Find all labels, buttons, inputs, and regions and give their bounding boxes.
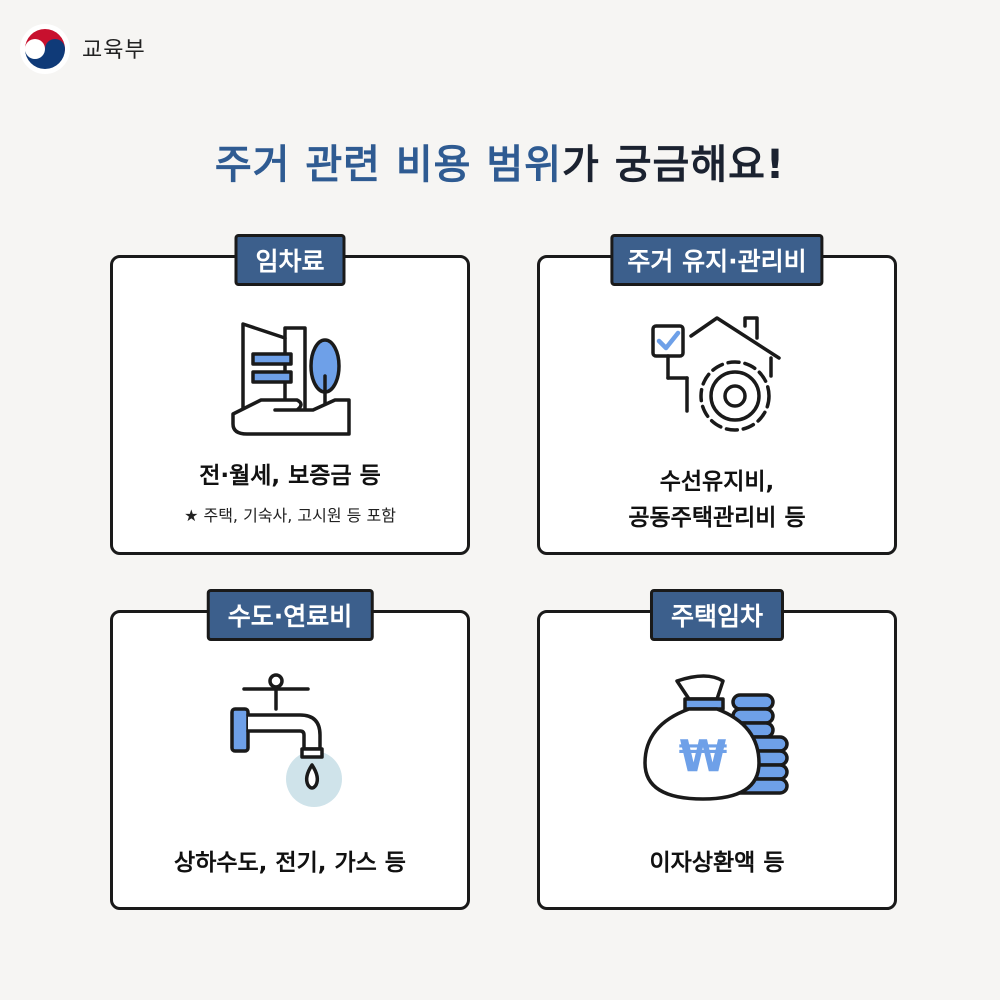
card-main-line-1: 수선유지비, <box>659 469 775 495</box>
taegeuk-logo-icon <box>20 24 70 74</box>
org-name: 교육부 <box>82 38 146 63</box>
page-title: 주거 관련 비용 범위가 궁금해요! <box>0 132 1000 190</box>
money-bag-icon: ₩ <box>643 674 789 801</box>
card-housing-loan: 주택임차 ₩ 이자상환액 등 <box>537 589 897 910</box>
currency-symbol: ₩ <box>679 731 728 782</box>
card-tag: 주거 유지·관리비 <box>610 234 824 286</box>
card-main-text: 전·월세, 보증금 등 <box>199 463 381 489</box>
card-tag: 수도·연료비 <box>206 589 374 641</box>
house-gear-icon <box>651 316 781 432</box>
card-maintenance: 주거 유지·관리비 수선유지비, 공동주택관리비 등 <box>537 234 897 555</box>
card-tag: 주택임차 <box>649 589 785 641</box>
building-hand-icon <box>231 322 351 436</box>
card-utilities: 수도·연료비 상하수도, 전기, 가스 등 <box>110 589 470 910</box>
card-main-line-2: 공동주택관리비 등 <box>628 505 806 531</box>
title-rest: 가 궁금해요! <box>562 142 786 188</box>
card-tag: 임차료 <box>234 234 346 286</box>
card-main-text: 이자상환액 등 <box>649 850 785 876</box>
card-sub-text: ★ 주택, 기숙사, 고시원 등 포함 <box>184 506 396 525</box>
card-rent: 임차료 전·월세, 보증금 등 ★ 주택, 기숙사, 고시원 등 포함 <box>110 234 470 555</box>
faucet-icon <box>230 673 342 807</box>
card-main-text: 상하수도, 전기, 가스 등 <box>174 850 406 876</box>
title-highlight: 주거 관련 비용 범위 <box>214 142 562 188</box>
